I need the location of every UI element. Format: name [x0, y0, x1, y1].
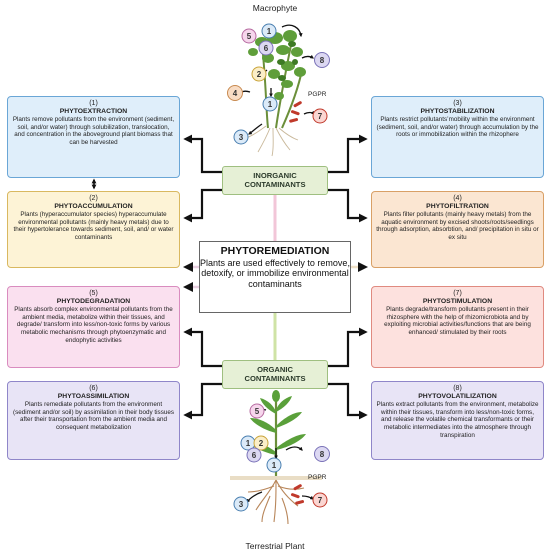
center-title: PHYTOREMEDIATION	[220, 245, 330, 257]
circle-4-top: 4	[227, 85, 243, 101]
circle-1-mid: 1	[262, 96, 278, 112]
circle-8-bottom: 8	[314, 446, 330, 462]
organic-contaminants-label: ORGANIC CONTAMINANTS	[222, 360, 328, 389]
circle-3-top: 3	[233, 129, 249, 145]
circle-3-bottom: 3	[233, 496, 249, 512]
circle-7-bottom: 7	[312, 492, 328, 508]
box-title: PHYTOVOLATILIZATION	[418, 392, 497, 400]
svg-text:1: 1	[267, 27, 272, 36]
box-title: PHYTOACCUMULATION	[54, 202, 133, 210]
svg-text:6: 6	[252, 451, 257, 460]
box-text: Plants extract pollutants from the envir…	[376, 400, 539, 439]
svg-text:1: 1	[246, 439, 251, 448]
svg-text:7: 7	[318, 112, 323, 121]
arrow-to-phytofiltration-black	[328, 188, 368, 223]
box-number: (7)	[453, 290, 462, 297]
box-number: (1)	[89, 100, 98, 107]
arrow-to-phytoextraction	[183, 134, 222, 174]
box-number: (3)	[453, 100, 462, 107]
phytoextraction-box: (1) PHYTOEXTRACTION Plants remove pollut…	[7, 96, 180, 178]
arrow-to-phytostabilization	[328, 134, 368, 174]
svg-text:1: 1	[272, 461, 277, 470]
circle-5-bottom: 5	[249, 403, 265, 419]
svg-text:6: 6	[264, 44, 269, 53]
phytoassimilation-box: (6) PHYTOASSIMILATION Plants remediate p…	[7, 381, 180, 460]
svg-text:7: 7	[318, 496, 323, 505]
box-title: PHYTOFILTRATION	[426, 202, 489, 210]
macrophyte-caption: Macrophyte	[252, 3, 298, 13]
svg-text:8: 8	[320, 56, 325, 65]
arrow-to-phytoassimilation	[183, 382, 222, 420]
box-number: (2)	[89, 195, 98, 202]
box-text: Plants restrict pollutants’mobility with…	[376, 115, 539, 139]
terrestrial-plant-caption: Terrestrial Plant	[245, 541, 305, 551]
phytoaccumulation-box: (2) PHYTOACCUMULATION Plants (hyperaccum…	[7, 191, 180, 268]
box-text: Plants remediate pollutants from the env…	[13, 400, 174, 431]
phytostabilization-box: (3) PHYTOSTABILIZATION Plants restrict p…	[371, 96, 544, 178]
phytofiltration-box: (4) PHYTOFILTRATION Plants filter pollut…	[371, 191, 544, 268]
box-number: (6)	[89, 385, 98, 392]
phytovolatilization-box: (8) PHYTOVOLATILIZATION Plants extract p…	[371, 381, 544, 460]
box-title: PHYTOSTIMULATION	[422, 297, 493, 305]
svg-text:3: 3	[239, 500, 244, 509]
circle-2-top: 2	[251, 66, 267, 82]
svg-text:8: 8	[320, 450, 325, 459]
phytoremediation-center-box: PHYTOREMEDIATION Plants are used effecti…	[199, 241, 351, 313]
box-text: Plants absorb complex environmental poll…	[14, 305, 173, 344]
circle-1-bottom-b: 1	[266, 457, 282, 473]
svg-text:2: 2	[259, 439, 264, 448]
box-number: (5)	[89, 290, 98, 297]
box-number: (4)	[453, 195, 462, 202]
box-title: PHYTOEXTRACTION	[59, 107, 128, 115]
circle-5-top: 5	[241, 28, 257, 44]
svg-text:4: 4	[233, 89, 238, 98]
box-number: (8)	[453, 385, 462, 392]
circle-1-top: 1	[261, 23, 277, 39]
circle-label: 5	[247, 32, 252, 41]
box-text: Plants remove pollutants from the enviro…	[12, 115, 175, 146]
box-title: PHYTOASSIMILATION	[57, 392, 130, 400]
circle-7-top: 7	[312, 108, 328, 124]
center-description: Plants are used effectively to remove, d…	[200, 258, 350, 289]
svg-text:3: 3	[239, 133, 244, 142]
svg-text:1: 1	[268, 100, 273, 109]
circle-6-top: 6	[258, 40, 274, 56]
circle-8-top: 8	[314, 52, 330, 68]
box-text: Plants filter pollutants (mainly heavy m…	[376, 210, 539, 241]
svg-text:2: 2	[257, 70, 262, 79]
svg-text:5: 5	[255, 407, 260, 416]
macrophyte-illustration	[237, 24, 315, 157]
phytodegradation-box: (5) PHYTODEGRADATION Plants absorb compl…	[7, 286, 180, 368]
box-title: PHYTOSTABILIZATION	[420, 107, 495, 115]
box-text: Plants (hyperaccumulator species) hypera…	[13, 210, 174, 241]
arrow-to-phytovolatilization	[328, 382, 368, 420]
circle-2-bottom: 2	[253, 435, 269, 451]
phytostimulation-box: (7) PHYTOSTIMULATION Plants degrade/tran…	[371, 286, 544, 368]
pgpr-label-top: PGPR	[308, 91, 327, 98]
circle-6-bottom: 6	[246, 447, 262, 463]
box-text: Plants degrade/transform pollutants pres…	[384, 305, 531, 336]
pgpr-label-bottom: PGPR	[308, 474, 327, 481]
inorganic-contaminants-label: INORGANIC CONTAMINANTS	[222, 166, 328, 195]
arrow-to-phytoaccumulation-black	[183, 188, 222, 223]
arrow-to-phytodegradation-black	[183, 327, 222, 368]
arrow-to-phytostimulation	[328, 327, 368, 368]
box-title: PHYTODEGRADATION	[56, 297, 131, 305]
